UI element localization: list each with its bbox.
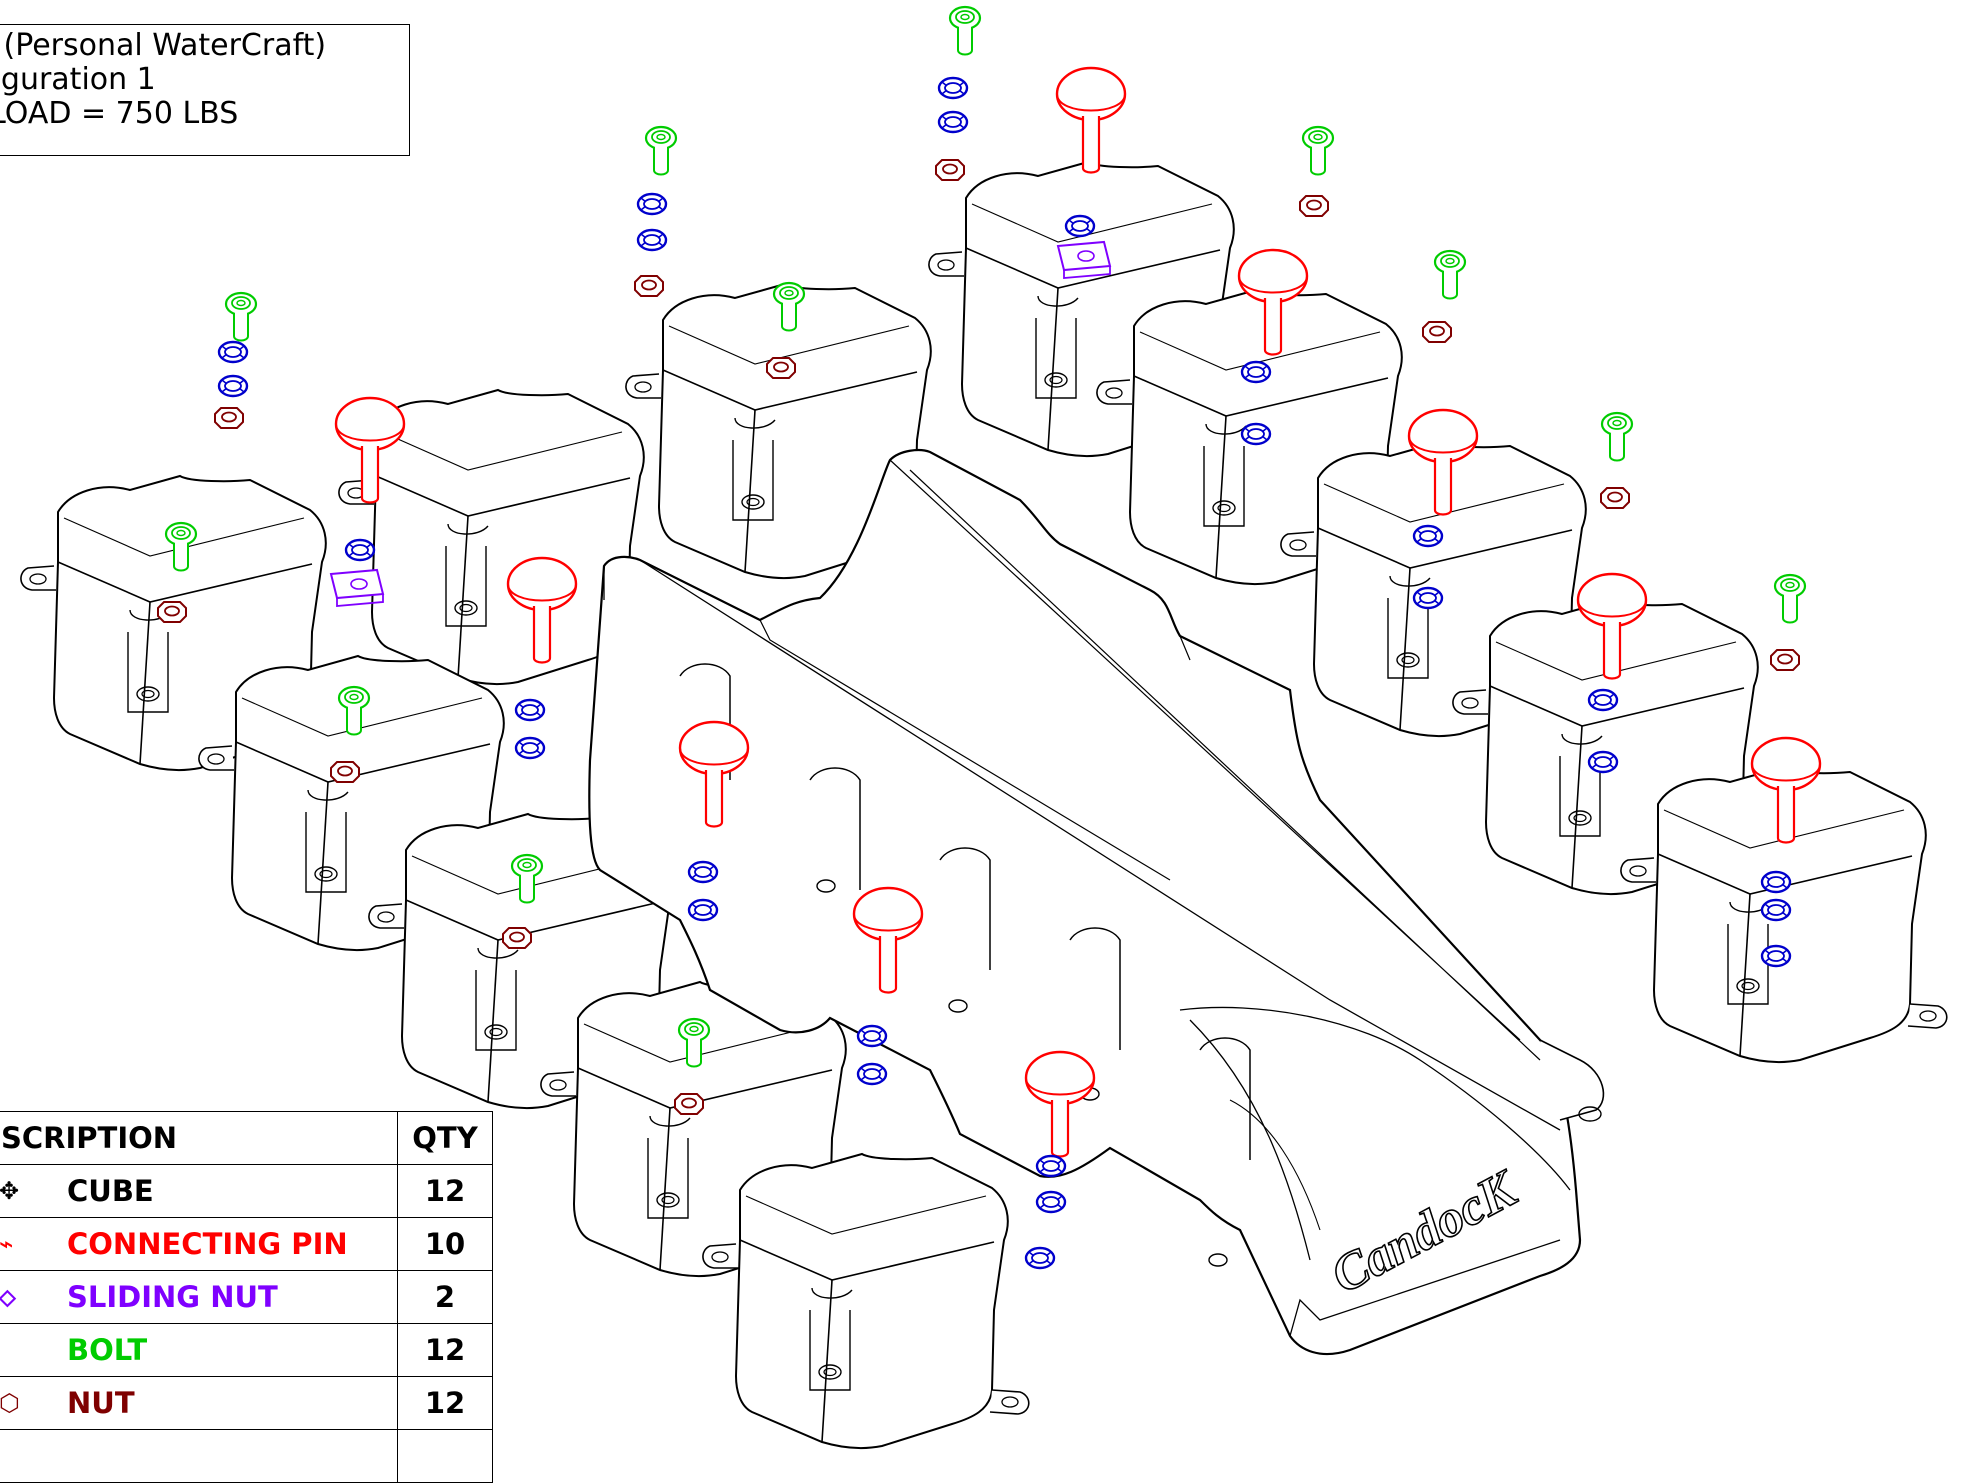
bom-row-nut: ⬡ NUT 12	[0, 1376, 493, 1430]
washer-icon	[1760, 898, 1792, 922]
bom-item-qty: 12	[397, 1164, 493, 1218]
nut-icon	[1770, 649, 1800, 671]
bom-item-name: NUT	[67, 1386, 135, 1420]
washer-icon	[1760, 870, 1792, 894]
washer-icon	[1024, 1246, 1056, 1270]
washer-icon	[687, 860, 719, 884]
bolt-icon	[1301, 125, 1335, 176]
bom-row-cube: ✥ CUBE 12	[0, 1164, 493, 1218]
washer-icon	[1035, 1154, 1067, 1178]
bolt-icon	[224, 291, 258, 342]
bom-row-sliding-nut: ⬦ SLIDING NUT 2	[0, 1270, 493, 1324]
washer-icon	[1412, 524, 1444, 548]
title-block: C (Personal WaterCraft) nfiguration 1 X …	[0, 24, 410, 156]
washer-icon	[1035, 1190, 1067, 1214]
title-line-1: C (Personal WaterCraft)	[0, 28, 327, 63]
washer-icon	[856, 1062, 888, 1086]
washer-icon	[1760, 944, 1792, 968]
nut-icon: ⬡	[0, 1389, 20, 1417]
bom-item-name: SLIDING NUT	[67, 1280, 278, 1314]
nut-icon	[634, 275, 664, 297]
bom-row-connecting-pin: ⌁ CONNECTING PIN 10	[0, 1217, 493, 1271]
bolt-icon	[1773, 573, 1807, 624]
nut-icon	[1299, 195, 1329, 217]
bom-item-qty: 12	[397, 1323, 493, 1377]
washer-icon	[1412, 586, 1444, 610]
bom-header-qty: QTY	[397, 1111, 493, 1165]
bom-item-name: BOLT	[67, 1333, 148, 1367]
nut-icon	[1422, 321, 1452, 343]
bom-row-empty	[0, 1429, 493, 1483]
bolt-icon	[1600, 411, 1634, 462]
bom-item-qty: 2	[397, 1270, 493, 1324]
washer-icon	[856, 1024, 888, 1048]
washer-icon	[217, 340, 249, 364]
washer-icon	[1064, 214, 1096, 238]
nut-icon	[157, 601, 187, 623]
nut-icon	[214, 407, 244, 429]
connecting-pin-icon	[1055, 66, 1127, 174]
washer-icon	[344, 538, 376, 562]
washer-icon	[937, 110, 969, 134]
bom-row-bolt: BOLT 12	[0, 1323, 493, 1377]
washer-icon	[1587, 750, 1619, 774]
title-line-3: X LOAD = 750 LBS	[0, 96, 239, 131]
title-line-2: nfiguration 1	[0, 62, 156, 97]
washer-icon	[937, 76, 969, 100]
cube-12	[701, 1153, 1030, 1450]
washer-icon	[1240, 422, 1272, 446]
washer-icon	[636, 228, 668, 252]
connecting-pin-icon: ⌁	[0, 1230, 14, 1258]
bom-item-name: CUBE	[67, 1174, 154, 1208]
washer-icon	[514, 698, 546, 722]
bom-item-qty: 12	[397, 1376, 493, 1430]
sliding-nut-icon: ⬦	[0, 1283, 16, 1311]
nut-icon	[674, 1093, 704, 1115]
nut-icon	[330, 761, 360, 783]
pwc-cradle: CandocK	[588, 449, 1605, 1356]
washer-icon	[1587, 688, 1619, 712]
bill-of-materials: SCRIPTION QTY ✥ CUBE 12 ⌁ CONNECTING PIN 1…	[0, 1111, 493, 1483]
washer-icon	[636, 192, 668, 216]
nut-icon	[766, 357, 796, 379]
washer-icon	[514, 736, 546, 760]
cube-icon: ✥	[0, 1177, 20, 1205]
bolt-icon	[1433, 249, 1467, 300]
bom-item-name: CONNECTING PIN	[67, 1227, 348, 1261]
bolt-icon	[644, 125, 678, 176]
nut-icon	[935, 159, 965, 181]
bom-header-row: SCRIPTION QTY	[0, 1111, 493, 1165]
bom-item-qty: 10	[397, 1217, 493, 1271]
bolt-icon	[948, 5, 982, 56]
nut-icon	[502, 927, 532, 949]
bom-header-description: SCRIPTION	[0, 1111, 398, 1165]
washer-icon	[687, 898, 719, 922]
nut-icon	[1600, 487, 1630, 509]
washer-icon	[217, 374, 249, 398]
washer-icon	[1240, 360, 1272, 384]
